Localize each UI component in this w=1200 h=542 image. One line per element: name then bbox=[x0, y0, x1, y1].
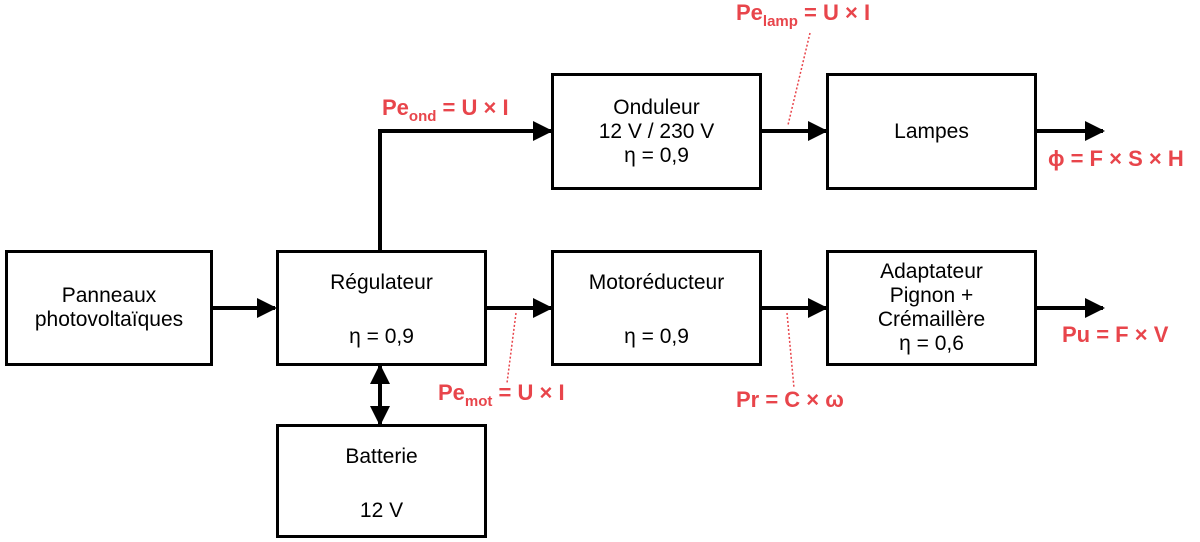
block-panneaux-line1: Panneaux bbox=[61, 284, 157, 307]
block-lampes-name: Lampes bbox=[894, 119, 969, 143]
block-onduleur-name: Onduleur bbox=[613, 95, 700, 119]
block-batterie-name: Batterie bbox=[345, 445, 418, 468]
block-batterie-voltage: 12 V bbox=[359, 499, 404, 522]
label-pe-ond: Peond = U × I bbox=[382, 95, 509, 125]
label-pe-lamp: Pelamp = U × I bbox=[736, 0, 871, 30]
leader-pe-mot bbox=[506, 312, 517, 384]
block-panneaux-line2: photovoltaïques bbox=[34, 308, 184, 331]
block-adaptateur-line2: Pignon + bbox=[889, 284, 974, 307]
leader-pr bbox=[786, 312, 795, 389]
block-onduleur-eta: η = 0,9 bbox=[624, 143, 689, 167]
block-regulateur: Régulateur η = 0,9 bbox=[276, 250, 487, 366]
leader-pe-lamp bbox=[787, 32, 811, 126]
block-lampes: Lampes bbox=[826, 73, 1037, 190]
label-pu: Pu = F × V bbox=[1062, 322, 1169, 347]
block-motoreducteur-name: Motoréducteur bbox=[588, 271, 725, 294]
block-adaptateur: Adaptateur Pignon + Crémaillère η = 0,6 bbox=[826, 250, 1037, 366]
block-panneaux: Panneaux photovoltaïques bbox=[5, 250, 213, 366]
block-regulateur-name: Régulateur bbox=[330, 271, 433, 294]
label-pr: Pr = C × ω bbox=[736, 387, 844, 412]
block-adaptateur-eta: η = 0,6 bbox=[899, 332, 964, 355]
block-onduleur: Onduleur 12 V / 230 V η = 0,9 bbox=[551, 73, 762, 190]
block-adaptateur-line3: Crémaillère bbox=[877, 308, 986, 331]
block-onduleur-voltage: 12 V / 230 V bbox=[598, 119, 715, 143]
arrow-regulateur-onduleur bbox=[378, 121, 553, 250]
label-pe-mot: Pemot = U × I bbox=[438, 380, 565, 410]
label-phi: ϕ = F × S × H bbox=[1048, 146, 1184, 171]
block-adaptateur-line1: Adaptateur bbox=[880, 260, 983, 283]
block-batterie: Batterie 12 V bbox=[276, 424, 487, 538]
block-motoreducteur: Motoréducteur η = 0,9 bbox=[551, 250, 762, 366]
block-motoreducteur-eta: η = 0,9 bbox=[624, 325, 689, 348]
block-regulateur-eta: η = 0,9 bbox=[349, 325, 414, 348]
